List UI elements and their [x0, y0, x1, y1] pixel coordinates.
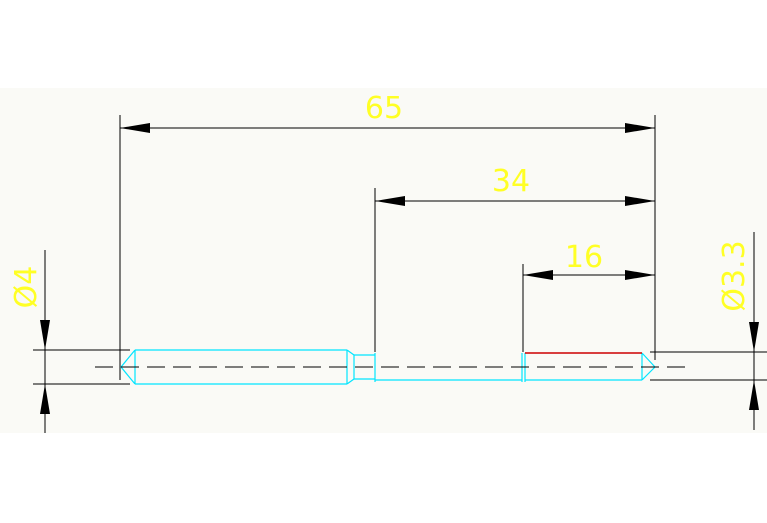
dimension-text-diameter-3-3: Ø3.3: [717, 240, 752, 311]
dimension-text-16: 16: [565, 240, 603, 275]
dimension-left-diameter: Ø4: [9, 250, 50, 433]
dimension-text-65: 65: [365, 91, 403, 126]
dimension-tip-length: 16: [523, 240, 655, 280]
extension-lines: [33, 115, 767, 385]
dimension-middle-length: 34: [375, 164, 655, 206]
dimension-text-34: 34: [492, 164, 530, 199]
dimension-overall-length: 65: [120, 91, 655, 133]
dimension-right-diameter: Ø3.3: [717, 232, 759, 430]
dimension-text-diameter-4: Ø4: [9, 266, 44, 309]
